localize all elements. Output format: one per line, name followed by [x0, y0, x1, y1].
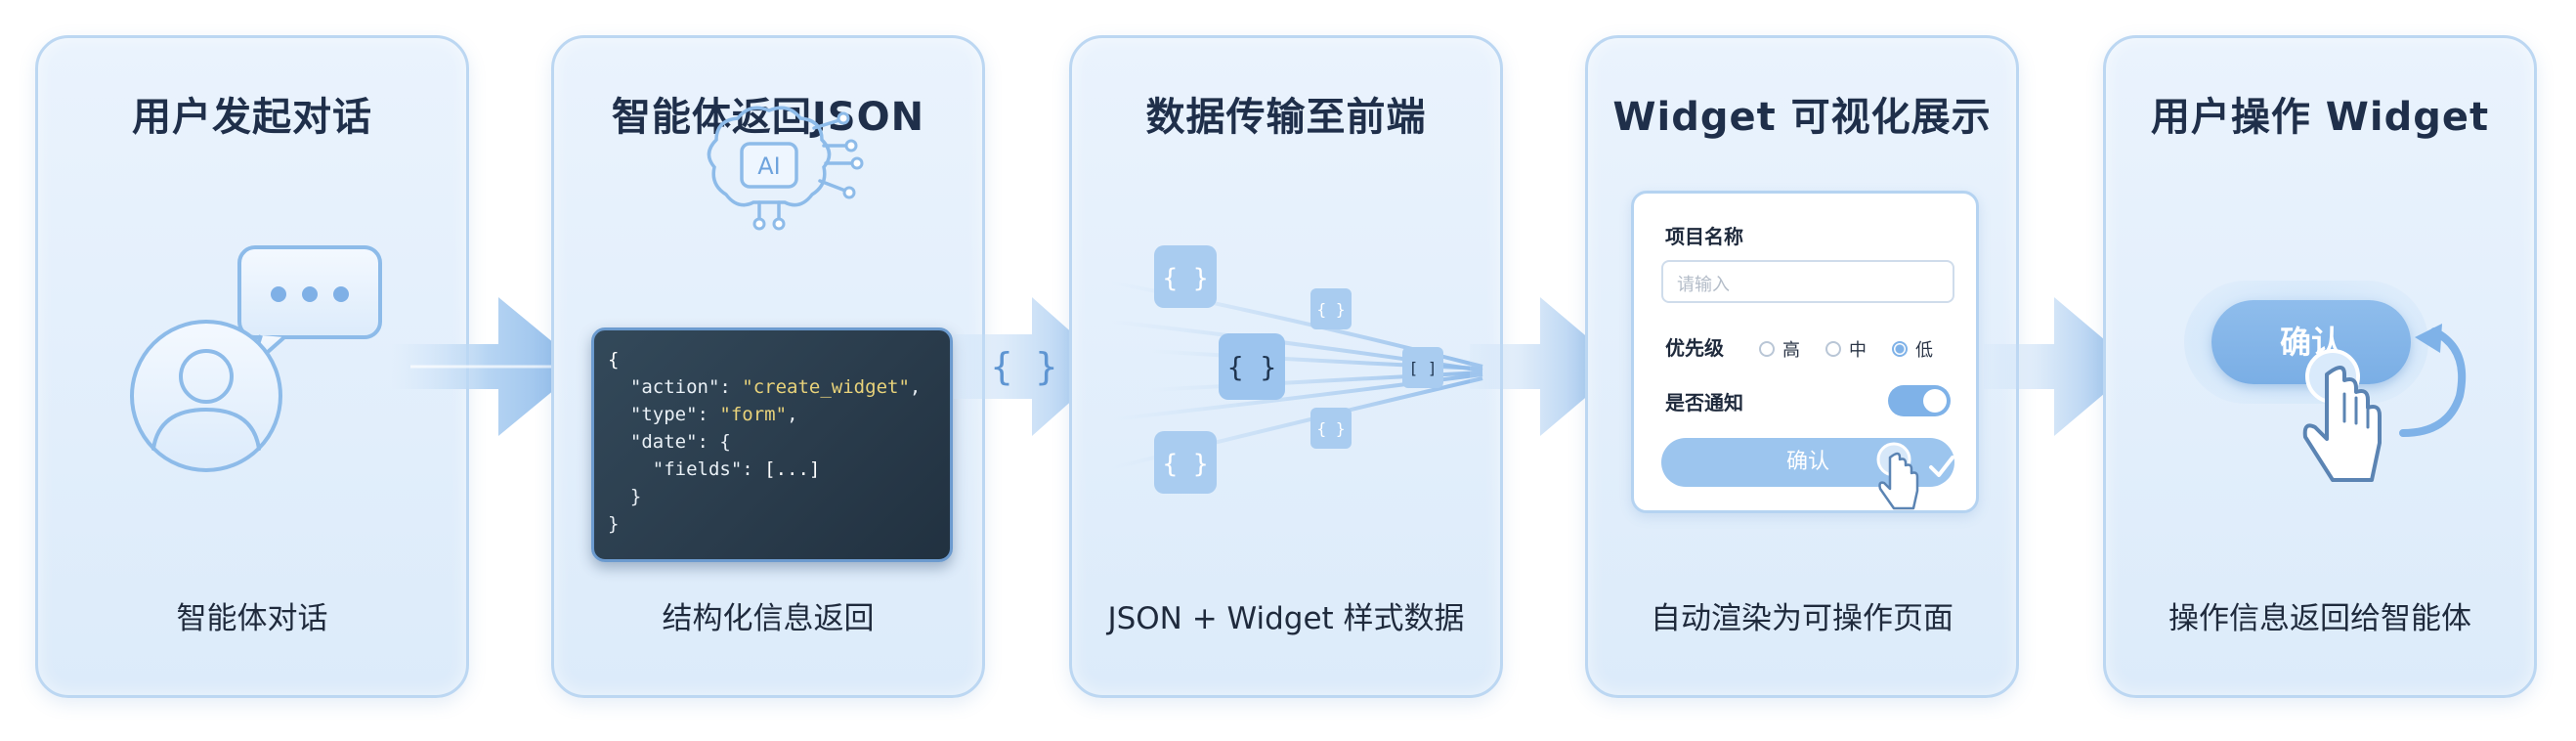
json-brace-glyph: { }	[1317, 300, 1346, 319]
step-title: 用户操作 Widget	[2150, 95, 2490, 140]
radio-icon	[1759, 341, 1775, 357]
json-brace-glyph: { }	[1163, 450, 1209, 479]
json-brace-glyph: { }	[1227, 351, 1277, 383]
project-name-label: 项目名称	[1665, 225, 1743, 248]
step-card-agent-json: 智能体返回JSON AI { "action": "	[551, 35, 985, 698]
json-brace-glyph: { }	[1317, 419, 1346, 438]
step-card-widget-render: Widget 可视化展示 项目名称 请输入 优先级 高 中 低 是否通知	[1585, 35, 2019, 698]
priority-option-low[interactable]: 低	[1892, 336, 1933, 362]
step-caption: 操作信息返回给智能体	[2168, 601, 2471, 636]
step-caption: 智能体对话	[176, 601, 328, 636]
json-bracket-glyph: [ ]	[1409, 359, 1438, 377]
json-code-block: { "action": "create_widget", "type": "fo…	[591, 327, 953, 562]
step-caption: JSON + Widget 样式数据	[1107, 601, 1465, 636]
json-brace-glyph: { }	[991, 345, 1058, 388]
step-caption: 结构化信息返回	[662, 601, 875, 636]
hand-click-icon	[2302, 324, 2467, 482]
widget-form: 项目名称 请输入 优先级 高 中 低 是否通知	[1631, 191, 1979, 513]
priority-label: 优先级	[1665, 336, 1724, 360]
radio-icon	[1825, 341, 1841, 357]
toggle-knob	[1923, 389, 1947, 413]
priority-radio-group: 高 中 低	[1759, 336, 1958, 362]
notify-toggle[interactable]	[1888, 385, 1951, 416]
radio-selected-icon	[1892, 341, 1908, 357]
step-title: 数据传输至前端	[1145, 95, 1427, 140]
json-brace-glyph: { }	[1163, 264, 1209, 293]
flow-arrow-icon	[391, 297, 582, 436]
step-caption: 自动渲染为可操作页面	[1651, 601, 1953, 636]
priority-option-medium[interactable]: 中	[1825, 336, 1867, 362]
flow-arrow-icon	[1470, 297, 1622, 436]
step-title: 智能体返回JSON	[611, 95, 925, 140]
step-card-data-transfer: 数据传输至前端 { } { } { }	[1069, 35, 1503, 698]
ai-badge-text: AI	[757, 153, 781, 180]
hand-cursor-icon	[1876, 442, 1954, 510]
notify-label: 是否通知	[1665, 391, 1743, 414]
ai-brain-icon: AI	[707, 106, 864, 231]
flow-arrow-icon	[1984, 297, 2136, 436]
step-title: 用户发起对话	[132, 95, 372, 140]
step-card-user-operate: 用户操作 Widget 确认 操作信息返回给智能体	[2103, 35, 2537, 698]
priority-option-high[interactable]: 高	[1759, 336, 1800, 362]
user-chat-icon	[130, 245, 382, 472]
step-title: Widget 可视化展示	[1612, 95, 1992, 140]
project-name-input[interactable]: 请输入	[1661, 260, 1954, 303]
data-stream-icon: { } { } { } { } { } [ ]	[1110, 245, 1483, 494]
